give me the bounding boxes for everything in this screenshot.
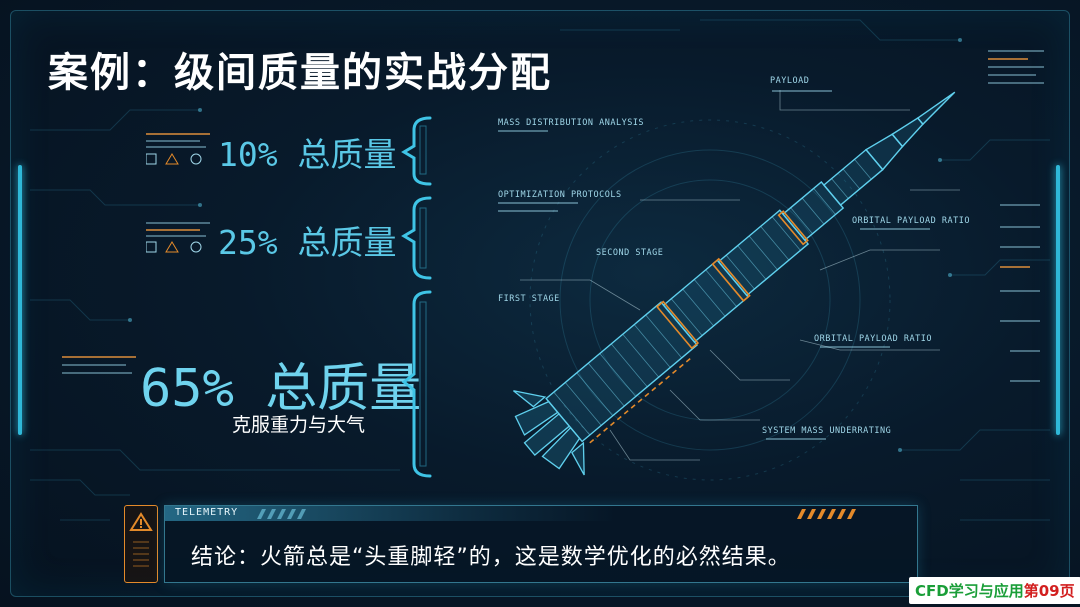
warning-icon [146,241,202,253]
left-accent-bar [18,165,22,435]
mass-label-10: 10% 总质量 [218,135,397,174]
telemetry-panel: TELEMETRY 结论：火箭总是“头重脚轻”的，这是数学优化的必然结果。 [164,505,918,583]
mass-label-25: 25% 总质量 [218,223,397,262]
badge-page-number: 第09页 [1023,582,1075,600]
telemetry-stripes [257,509,306,519]
label-optimization: OPTIMIZATION PROTOCOLS [498,190,622,200]
warning-panel [124,505,158,583]
label-mass-distribution: MASS DISTRIBUTION ANALYSIS [498,118,645,128]
page-title: 案例：级间质量的实战分配 [48,50,552,96]
label-orbital-ratio-2: ORBITAL PAYLOAD RATIO [814,334,932,344]
page-badge: CFD学习与应用第09页 [909,577,1080,604]
label-system-mass: SYSTEM MASS UNDERRATING [762,426,892,436]
label-orbital-ratio-1: ORBITAL PAYLOAD RATIO [852,216,970,226]
warning-icon [146,153,202,165]
rocket-blueprint [513,90,960,481]
stage-braces [401,116,432,478]
telemetry-header-bar [165,506,917,521]
hud-frame [10,10,1070,597]
warning-icon [129,512,153,567]
label-first-stage: FIRST STAGE [498,294,560,304]
badge-channel: CFD学习与应用 [915,582,1024,600]
mass-label-65-note: 克服重力与大气 [232,414,366,436]
telemetry-header: TELEMETRY [175,507,239,518]
label-payload: PAYLOAD [770,76,810,86]
telemetry-stripes-orange [797,509,856,519]
right-accent-bar [1056,165,1060,435]
mass-label-65: 65% 总质量 [140,359,422,419]
conclusion-text: 结论：火箭总是“头重脚轻”的，这是数学优化的必然结果。 [191,545,791,570]
label-second-stage: SECOND STAGE [596,248,664,258]
